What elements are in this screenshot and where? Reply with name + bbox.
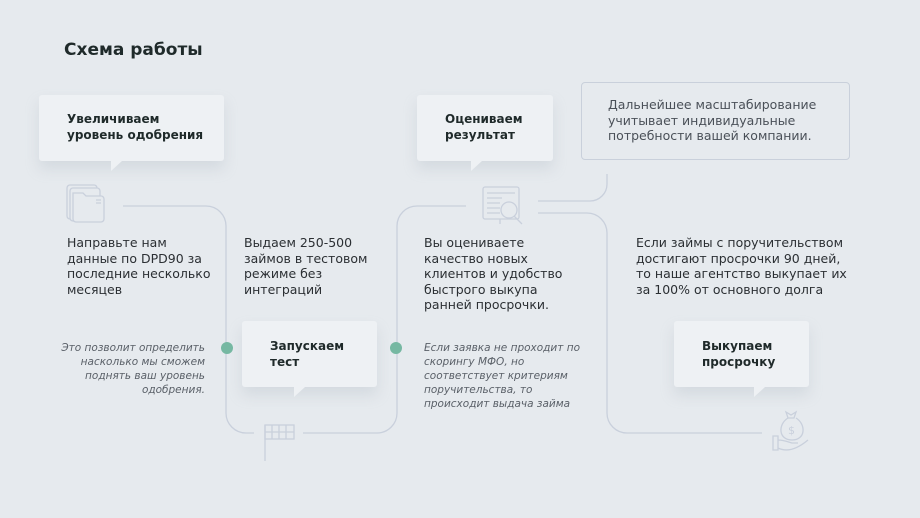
svg-text:$: $: [788, 424, 795, 437]
folder-icon: [66, 184, 105, 223]
money-bag-hand-icon: $: [772, 410, 809, 451]
page-title: Схема работы: [64, 40, 203, 60]
connector-line: [538, 212, 762, 434]
timeline-dot: [221, 342, 233, 354]
step-description: Если займы с поручительством достигают п…: [636, 235, 847, 297]
step-card-increase-approval: Увеличиваем уровень одобрения: [39, 95, 224, 171]
step-label: Запускаем тест: [270, 339, 345, 369]
scaling-note-box: Дальнейшее масштабирование учитывает инд…: [581, 82, 850, 160]
timeline-dot: [390, 342, 402, 354]
connector-line: [123, 205, 254, 434]
step-note: Это позволит определить насколько мы смо…: [61, 342, 205, 396]
document-search-icon: [482, 186, 523, 225]
step-label: Увеличиваем уровень одобрения: [67, 112, 204, 142]
step-note: Если заявка не проходит по скорингу МФО,…: [424, 342, 580, 410]
connector-line: [303, 205, 466, 434]
scaling-note: Дальнейшее масштабирование учитывает инд…: [608, 97, 817, 143]
step-description: Выдаем 250-500 займов в тестовом режиме …: [244, 235, 368, 297]
step-label: Оцениваем результат: [445, 112, 523, 142]
step-description: Направьте нам данные по DPD90 за последн…: [67, 235, 211, 297]
step-description: Вы оцениваете качество новых клиентов и …: [424, 235, 563, 312]
step-card-buyout: Выкупаем просрочку: [674, 321, 809, 397]
step-card-evaluate: Оцениваем результат: [417, 95, 553, 171]
step-label: Выкупаем просрочку: [702, 339, 776, 369]
connector-line: [538, 174, 608, 202]
flag-icon: [264, 424, 295, 461]
step-card-launch-test: Запускаем тест: [242, 321, 377, 397]
